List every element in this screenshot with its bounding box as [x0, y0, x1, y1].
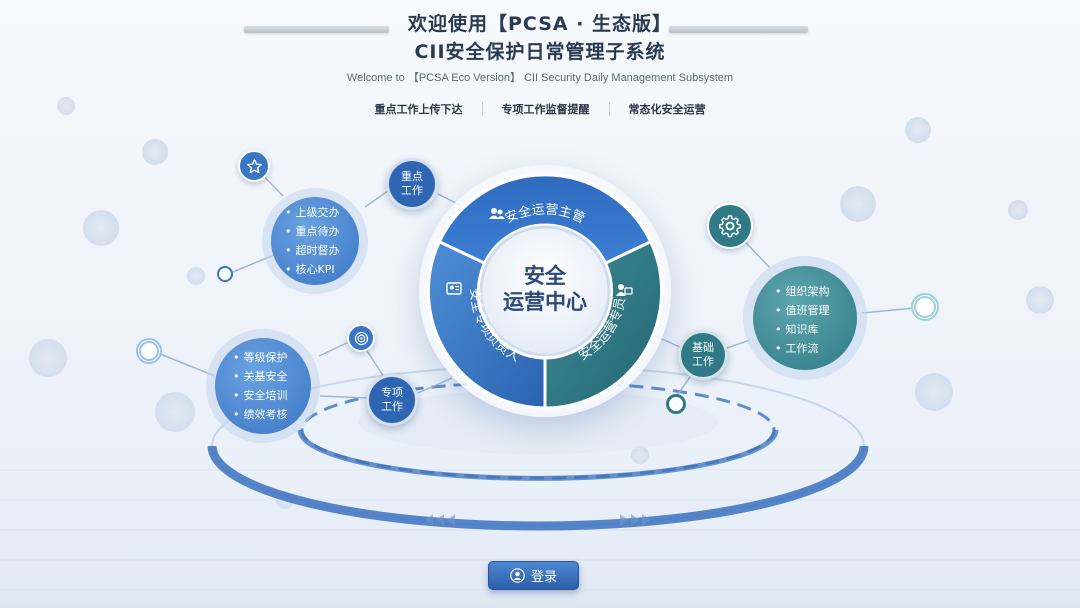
user-card-icon: [446, 282, 462, 295]
special-work-label-line1: 专项: [381, 386, 403, 399]
tab-key-work-relay[interactable]: 重点工作上传下达: [374, 103, 463, 116]
title-decoration-right: [669, 26, 808, 33]
list-item[interactable]: 工作流: [775, 339, 830, 358]
list-item[interactable]: 核心KPI: [285, 260, 340, 279]
base-work-label-line1: 基础: [692, 341, 714, 354]
special-work-label-line2: 工作: [381, 400, 403, 413]
feature-tabs: 重点工作上传下达 专项工作监督提醒 常态化安全运营: [350, 101, 730, 117]
base-work-node[interactable]: 基础 工作: [678, 330, 728, 380]
list-item[interactable]: 等级保护: [233, 348, 288, 367]
list-item[interactable]: 绩效考核: [233, 405, 288, 424]
center-title-line2: 运营中心: [503, 290, 587, 314]
list-item[interactable]: 超时督办: [285, 241, 340, 260]
gear-icon[interactable]: [707, 203, 753, 249]
page-subtitle: Welcome to 【PCSA Eco Version】 CII Securi…: [346, 72, 734, 84]
connector-ring-node: [911, 293, 939, 321]
base-work-items-bubble[interactable]: 组织架构 值班管理 知识库 工作流: [753, 266, 857, 370]
list-item[interactable]: 组织架构: [775, 282, 830, 301]
key-work-label-line2: 工作: [401, 184, 423, 197]
special-work-list: 等级保护 关基安全 安全培训 绩效考核: [233, 348, 288, 424]
tab-routine-operations[interactable]: 常态化安全运营: [628, 103, 706, 116]
key-work-label-line1: 重点: [401, 170, 423, 183]
star-icon[interactable]: [238, 150, 270, 182]
operation-center-donut: 安全运营主管 安全专项负责人 安全运营专员: [426, 173, 664, 410]
tab-divider: [608, 102, 610, 116]
page-title-line1: 欢迎使用【PCSA · 生态版】: [407, 13, 673, 35]
list-item[interactable]: 知识库: [775, 320, 830, 339]
list-item[interactable]: 重点待办: [285, 222, 340, 241]
list-item[interactable]: 安全培训: [233, 386, 288, 405]
key-work-list: 上级交办 重点待办 超时督办 核心KPI: [285, 203, 340, 279]
base-work-list: 组织架构 值班管理 知识库 工作流: [775, 282, 830, 358]
target-icon[interactable]: [347, 324, 375, 352]
list-item[interactable]: 关基安全: [233, 367, 288, 386]
center-title-line1: 安全: [524, 264, 566, 288]
connector-ring-node: [666, 394, 686, 414]
special-work-items-bubble[interactable]: 等级保护 关基安全 安全培训 绩效考核: [215, 338, 311, 434]
connector-ring-node: [136, 338, 162, 364]
key-work-node[interactable]: 重点 工作: [386, 158, 438, 210]
list-item[interactable]: 值班管理: [775, 301, 830, 320]
key-work-items-bubble[interactable]: 上级交办 重点待办 超时督办 核心KPI: [271, 197, 359, 285]
segment-supervisor[interactable]: [437, 173, 653, 266]
title-decoration-left: [244, 26, 389, 33]
login-button[interactable]: 登录: [488, 561, 579, 590]
user-icon: [510, 568, 525, 583]
user-monitor-icon: [616, 284, 633, 296]
tab-special-supervision[interactable]: 专项工作监督提醒: [501, 103, 590, 116]
special-work-node[interactable]: 专项 工作: [366, 374, 418, 426]
center-title: 安全 运营中心: [475, 263, 615, 315]
page-title-line2: CII安全保护日常管理子系统: [414, 41, 666, 63]
login-label: 登录: [530, 570, 557, 585]
list-item[interactable]: 上级交办: [285, 203, 340, 222]
tab-divider: [481, 102, 483, 116]
base-work-label-line2: 工作: [692, 355, 714, 368]
users-icon: [489, 208, 505, 219]
segment-specialist[interactable]: [543, 239, 664, 410]
connector-ring-node: [217, 266, 233, 282]
